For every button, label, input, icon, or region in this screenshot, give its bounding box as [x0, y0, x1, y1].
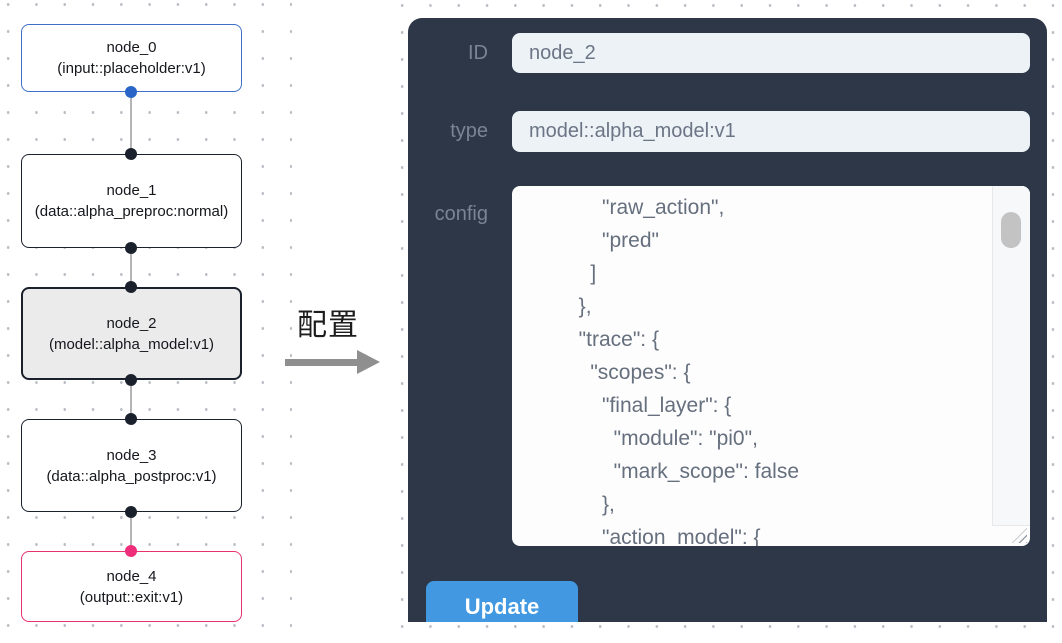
node-input-port[interactable] — [125, 281, 137, 293]
config-textarea[interactable]: "raw_action", "pred" ] }, "trace": { "sc… — [512, 186, 1030, 546]
flow-node-output[interactable]: node_4 (output::exit:v1) — [21, 551, 242, 622]
node-title: node_2 — [106, 314, 157, 332]
node-input-port[interactable] — [125, 413, 137, 425]
edge-connector — [130, 380, 132, 419]
node-title: node_3 — [106, 446, 157, 464]
flow-node-model-selected[interactable]: node_2 (model::alpha_model:v1) — [21, 287, 242, 380]
node-input-port[interactable] — [125, 545, 137, 557]
id-field-label: ID — [468, 42, 488, 64]
update-button[interactable]: Update — [426, 581, 578, 622]
flow-canvas: node_0 (input::placeholder:v1) node_1 (d… — [0, 0, 292, 643]
node-subtitle: (data::alpha_postproc:v1) — [46, 467, 217, 485]
type-input[interactable] — [512, 111, 1030, 152]
config-json-text: "raw_action", "pred" ] }, "trace": { "sc… — [578, 196, 800, 546]
flow-node-preproc[interactable]: node_1 (data::alpha_preproc:normal) — [21, 154, 242, 248]
node-subtitle: (model::alpha_model:v1) — [48, 335, 215, 353]
node-title: node_4 — [106, 567, 157, 585]
node-output-port[interactable] — [125, 86, 137, 98]
node-config-panel: ID type config "raw_action", "pred" ] },… — [408, 18, 1047, 622]
node-subtitle: (data::alpha_preproc:normal) — [34, 203, 229, 220]
edge-connector — [130, 92, 132, 154]
config-field-label: config — [434, 203, 488, 225]
node-subtitle: (output::exit:v1) — [79, 588, 184, 606]
node-output-port[interactable] — [125, 242, 137, 254]
node-subtitle: (input::placeholder:v1) — [57, 60, 206, 77]
configure-annotation: 配置 — [285, 300, 385, 374]
flow-node-input[interactable]: node_0 (input::placeholder:v1) — [21, 24, 242, 92]
node-title: node_1 — [106, 182, 157, 199]
edge-connector — [130, 248, 132, 287]
node-output-port[interactable] — [125, 506, 137, 518]
scrollbar-thumb[interactable] — [1001, 212, 1021, 248]
type-field-label: type — [450, 120, 488, 142]
node-input-port[interactable] — [125, 148, 137, 160]
edge-connector — [130, 512, 132, 551]
id-input[interactable] — [512, 33, 1030, 73]
configure-label: 配置 — [297, 309, 359, 342]
node-output-port[interactable] — [125, 374, 137, 386]
right-arrow-icon — [285, 350, 385, 374]
node-title: node_0 — [106, 39, 157, 56]
flow-node-postproc[interactable]: node_3 (data::alpha_postproc:v1) — [21, 419, 242, 512]
